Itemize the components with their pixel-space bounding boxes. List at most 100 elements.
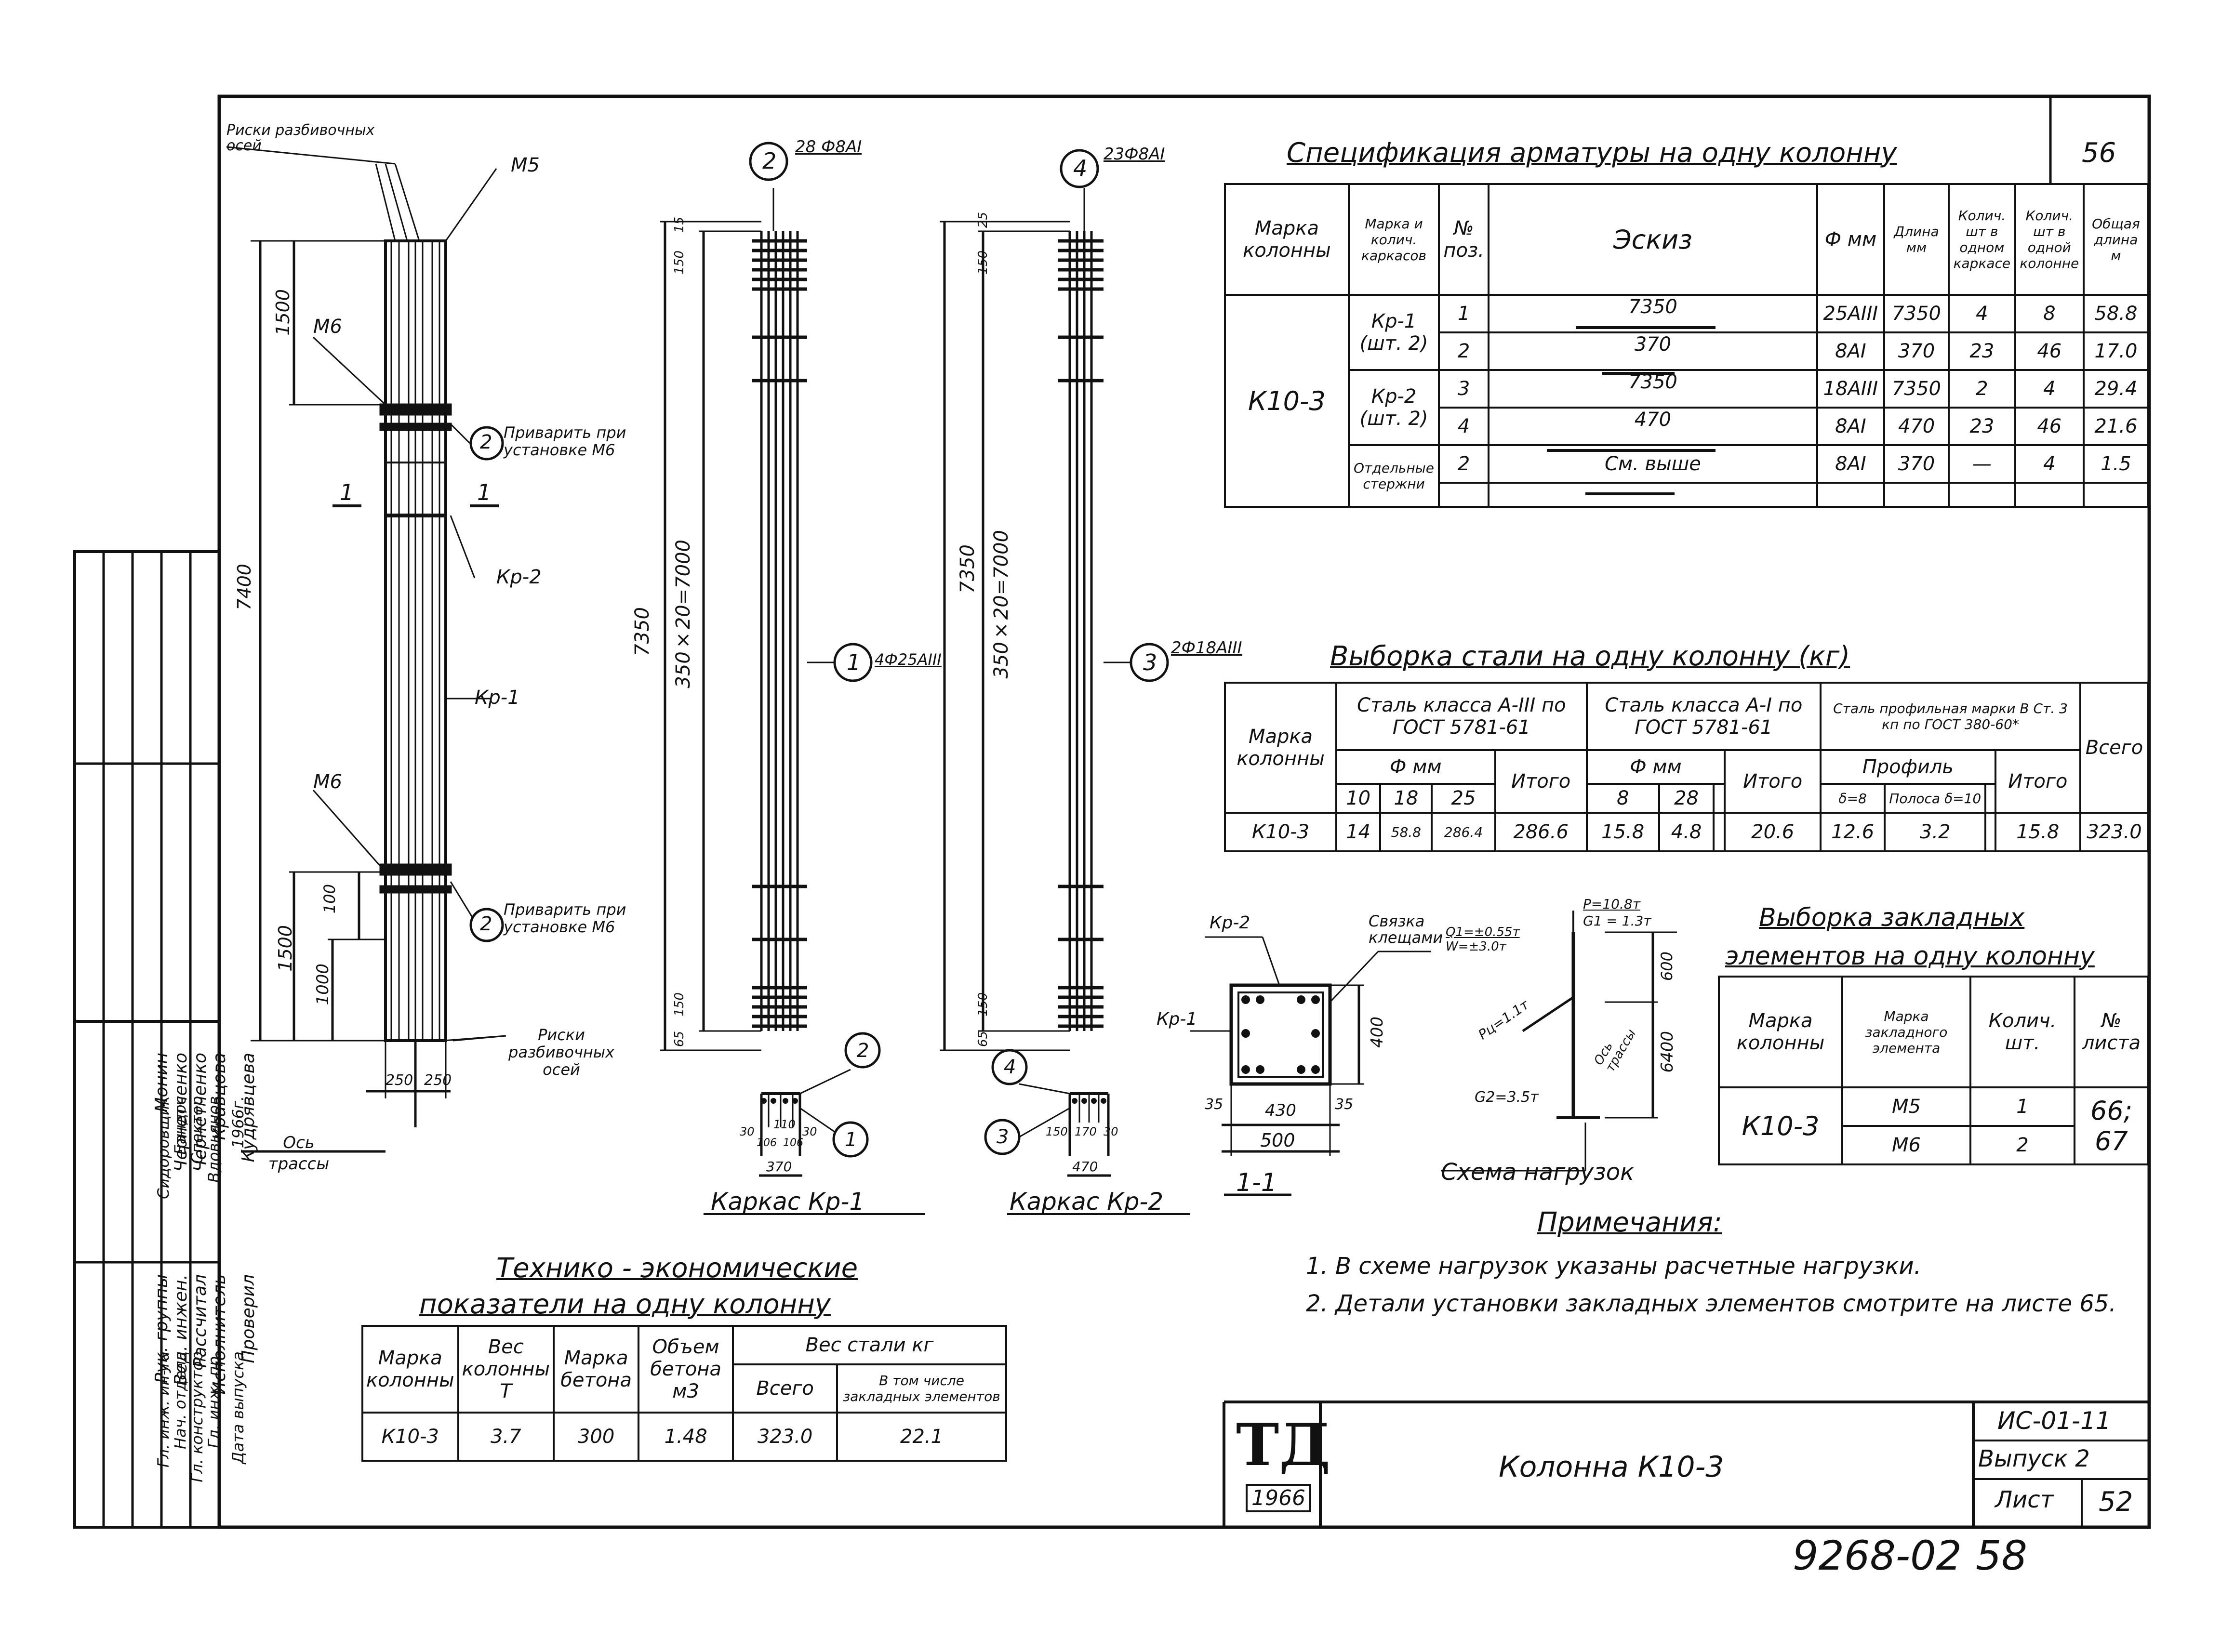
spec-q2-2: 46 bbox=[2014, 331, 2085, 371]
stamp2-name-3: Спектор bbox=[188, 1096, 206, 1164]
load-dim-600: 600 bbox=[1658, 952, 1676, 981]
spec-pos-2: 2 bbox=[1438, 331, 1490, 371]
dim-250-right: 250 bbox=[424, 1072, 452, 1089]
steel-h-profile: Профиль bbox=[1820, 749, 1996, 785]
spec-q1-1: 4 bbox=[1948, 294, 2016, 333]
kr2-dim-150-top: 150 bbox=[976, 251, 990, 275]
kr2-dim-25: 25 bbox=[976, 212, 990, 228]
section-mark-left: 1 bbox=[340, 479, 354, 505]
steel-d-8: 8 bbox=[1585, 783, 1660, 814]
steel-d-empty-2 bbox=[1984, 783, 1996, 814]
steel-d-10: 10 bbox=[1335, 783, 1382, 814]
sec11-dim-35a: 35 bbox=[1205, 1096, 1224, 1113]
spec-q2-5: 4 bbox=[2014, 444, 2085, 484]
stamp2-role-5: Дата выпуска bbox=[229, 1351, 247, 1464]
steel-h-itogo-2: Итого bbox=[1724, 749, 1822, 814]
embed-table: Марка колонны Марка закладного элемента … bbox=[1718, 976, 2149, 1165]
spec-h-q1: Колич. шт в одном каркасе bbox=[1948, 183, 2016, 296]
embed-h-qty: Колич. шт. bbox=[1969, 976, 2075, 1088]
spec-group2: Кр-2(шт. 2) bbox=[1347, 369, 1440, 446]
dim-250-left: 250 bbox=[386, 1072, 413, 1089]
spec-empty-2 bbox=[1488, 482, 1818, 508]
spec-sketch-1: 7350 bbox=[1488, 294, 1818, 333]
embed-qty-2: 2 bbox=[1969, 1125, 2075, 1165]
spec-empty-4 bbox=[1883, 482, 1950, 508]
tech-h-volume: Объем бетона м3 bbox=[638, 1325, 734, 1414]
kr2-mark-mid: 3 bbox=[1143, 649, 1157, 675]
steel-row-prof-1: 12.6 bbox=[1820, 812, 1886, 852]
kr1-dim-65: 65 bbox=[672, 1031, 687, 1047]
kr1-dim-150-bottom: 150 bbox=[672, 992, 687, 1017]
tech-title-1: Технико - экономические bbox=[496, 1253, 858, 1284]
label-os-trassy: Ось трассы bbox=[268, 1133, 330, 1174]
stamp2-role-1: Гл. инж. ин-та bbox=[154, 1351, 173, 1468]
stamp2-name-1: Сидоровщик bbox=[154, 1096, 173, 1199]
kr2-dim-150: 150 bbox=[1046, 1125, 1068, 1138]
kr1-dim-15: 15 bbox=[672, 217, 687, 233]
kr1-dim-span: 350×20=7000 bbox=[672, 540, 694, 688]
page-number: 56 bbox=[2082, 137, 2116, 169]
kr1-dim-30b: 30 bbox=[802, 1125, 817, 1138]
spec-empty-3 bbox=[1816, 482, 1885, 508]
spec-h-pos: № поз. bbox=[1438, 183, 1490, 296]
steel-h-a3: Сталь класса А-III по ГОСТ 5781-61 bbox=[1335, 682, 1588, 751]
tech-h-mark: Марка колонны bbox=[361, 1325, 459, 1414]
kr2-dim-30: 30 bbox=[1104, 1125, 1118, 1138]
dim-7400: 7400 bbox=[234, 564, 255, 610]
tech-row-steel-embed: 22.1 bbox=[836, 1412, 1007, 1462]
steel-row-total: 323.0 bbox=[2079, 812, 2149, 852]
spec-d-5: 8АI bbox=[1816, 444, 1885, 484]
steel-d-28: 28 bbox=[1658, 783, 1715, 814]
embed-col: К10-3 bbox=[1718, 1086, 1843, 1165]
spec-h-cages: Марка и колич. каркасов bbox=[1347, 183, 1440, 296]
steel-title: Выборка стали на одну колонну (кг) bbox=[1330, 641, 1850, 672]
spec-d-1: 25АIII bbox=[1816, 294, 1885, 333]
kr2-bar-mid: 2Ф18АIII bbox=[1171, 638, 1242, 658]
load-q1: Q1=±0.55т bbox=[1446, 925, 1520, 939]
sec11-title: 1-1 bbox=[1236, 1168, 1277, 1197]
mark-2-top: 2 bbox=[480, 431, 492, 453]
spec-total-3: 29.4 bbox=[2082, 369, 2150, 409]
tech-title-2: показатели на одну колонну bbox=[419, 1289, 831, 1320]
stamp2-name-4: Вдовьянов bbox=[205, 1096, 223, 1183]
kr1-dim-110: 110 bbox=[773, 1118, 796, 1131]
spec-pos-3: 3 bbox=[1438, 369, 1490, 409]
embed-h-sheet: № листа bbox=[2074, 976, 2149, 1088]
steel-row-prof-total: 15.8 bbox=[1994, 812, 2082, 852]
spec-len-2: 370 bbox=[1883, 331, 1950, 371]
spec-empty-5 bbox=[1948, 482, 2016, 508]
spec-q1-4: 23 bbox=[1948, 407, 2016, 446]
steel-h-itogo-3: Итого bbox=[1994, 749, 2082, 814]
kr2-dim-150-bottom: 150 bbox=[976, 992, 990, 1017]
kr1-mark-top: 2 bbox=[762, 148, 777, 174]
kr1-dim-7350: 7350 bbox=[631, 607, 653, 656]
notes-item-2: 2. Детали установки закладных элементов … bbox=[1306, 1290, 2116, 1317]
kr1-dim-106a: 106 bbox=[757, 1137, 777, 1149]
spec-total-4: 21.6 bbox=[2082, 407, 2150, 446]
embed-h-mark: Марка колонны bbox=[1718, 976, 1843, 1088]
spec-pos-5: 2 bbox=[1438, 444, 1490, 484]
kr1-sec-mark-2: 2 bbox=[857, 1040, 869, 1062]
kr2-sec-mark-3: 3 bbox=[997, 1126, 1009, 1148]
spec-h-d: Ф мм bbox=[1816, 183, 1885, 296]
tech-table: Марка колонны Вес колонны Т Марка бетона… bbox=[361, 1325, 1007, 1462]
kr1-sec-mark-1: 1 bbox=[845, 1129, 857, 1151]
spec-empty-7 bbox=[2082, 482, 2150, 508]
sec11-label-tie: Связка клещами bbox=[1369, 912, 1443, 947]
kr2-mark-top: 4 bbox=[1073, 155, 1088, 181]
spec-empty-6 bbox=[2014, 482, 2085, 508]
kr1-dim-106b: 106 bbox=[783, 1137, 803, 1149]
label-m5: М5 bbox=[511, 154, 540, 176]
steel-row-a3-total: 286.6 bbox=[1494, 812, 1588, 852]
dim-100: 100 bbox=[320, 884, 339, 914]
spec-q1-2: 23 bbox=[1948, 331, 2016, 371]
tech-h-steel-embed: В том числе закладных элементов bbox=[836, 1363, 1007, 1414]
sheet-number: 52 bbox=[2099, 1486, 2133, 1518]
kr2-dim-470: 470 bbox=[1072, 1159, 1098, 1175]
sec11-dim-35b: 35 bbox=[1335, 1096, 1354, 1113]
tech-h-concrete: Марка бетона bbox=[553, 1325, 640, 1414]
steel-prof-8: δ=8 bbox=[1820, 783, 1886, 814]
sheet-title: Колонна К10-3 bbox=[1499, 1450, 1724, 1484]
tech-h-steel: Вес стали кг bbox=[732, 1325, 1007, 1365]
